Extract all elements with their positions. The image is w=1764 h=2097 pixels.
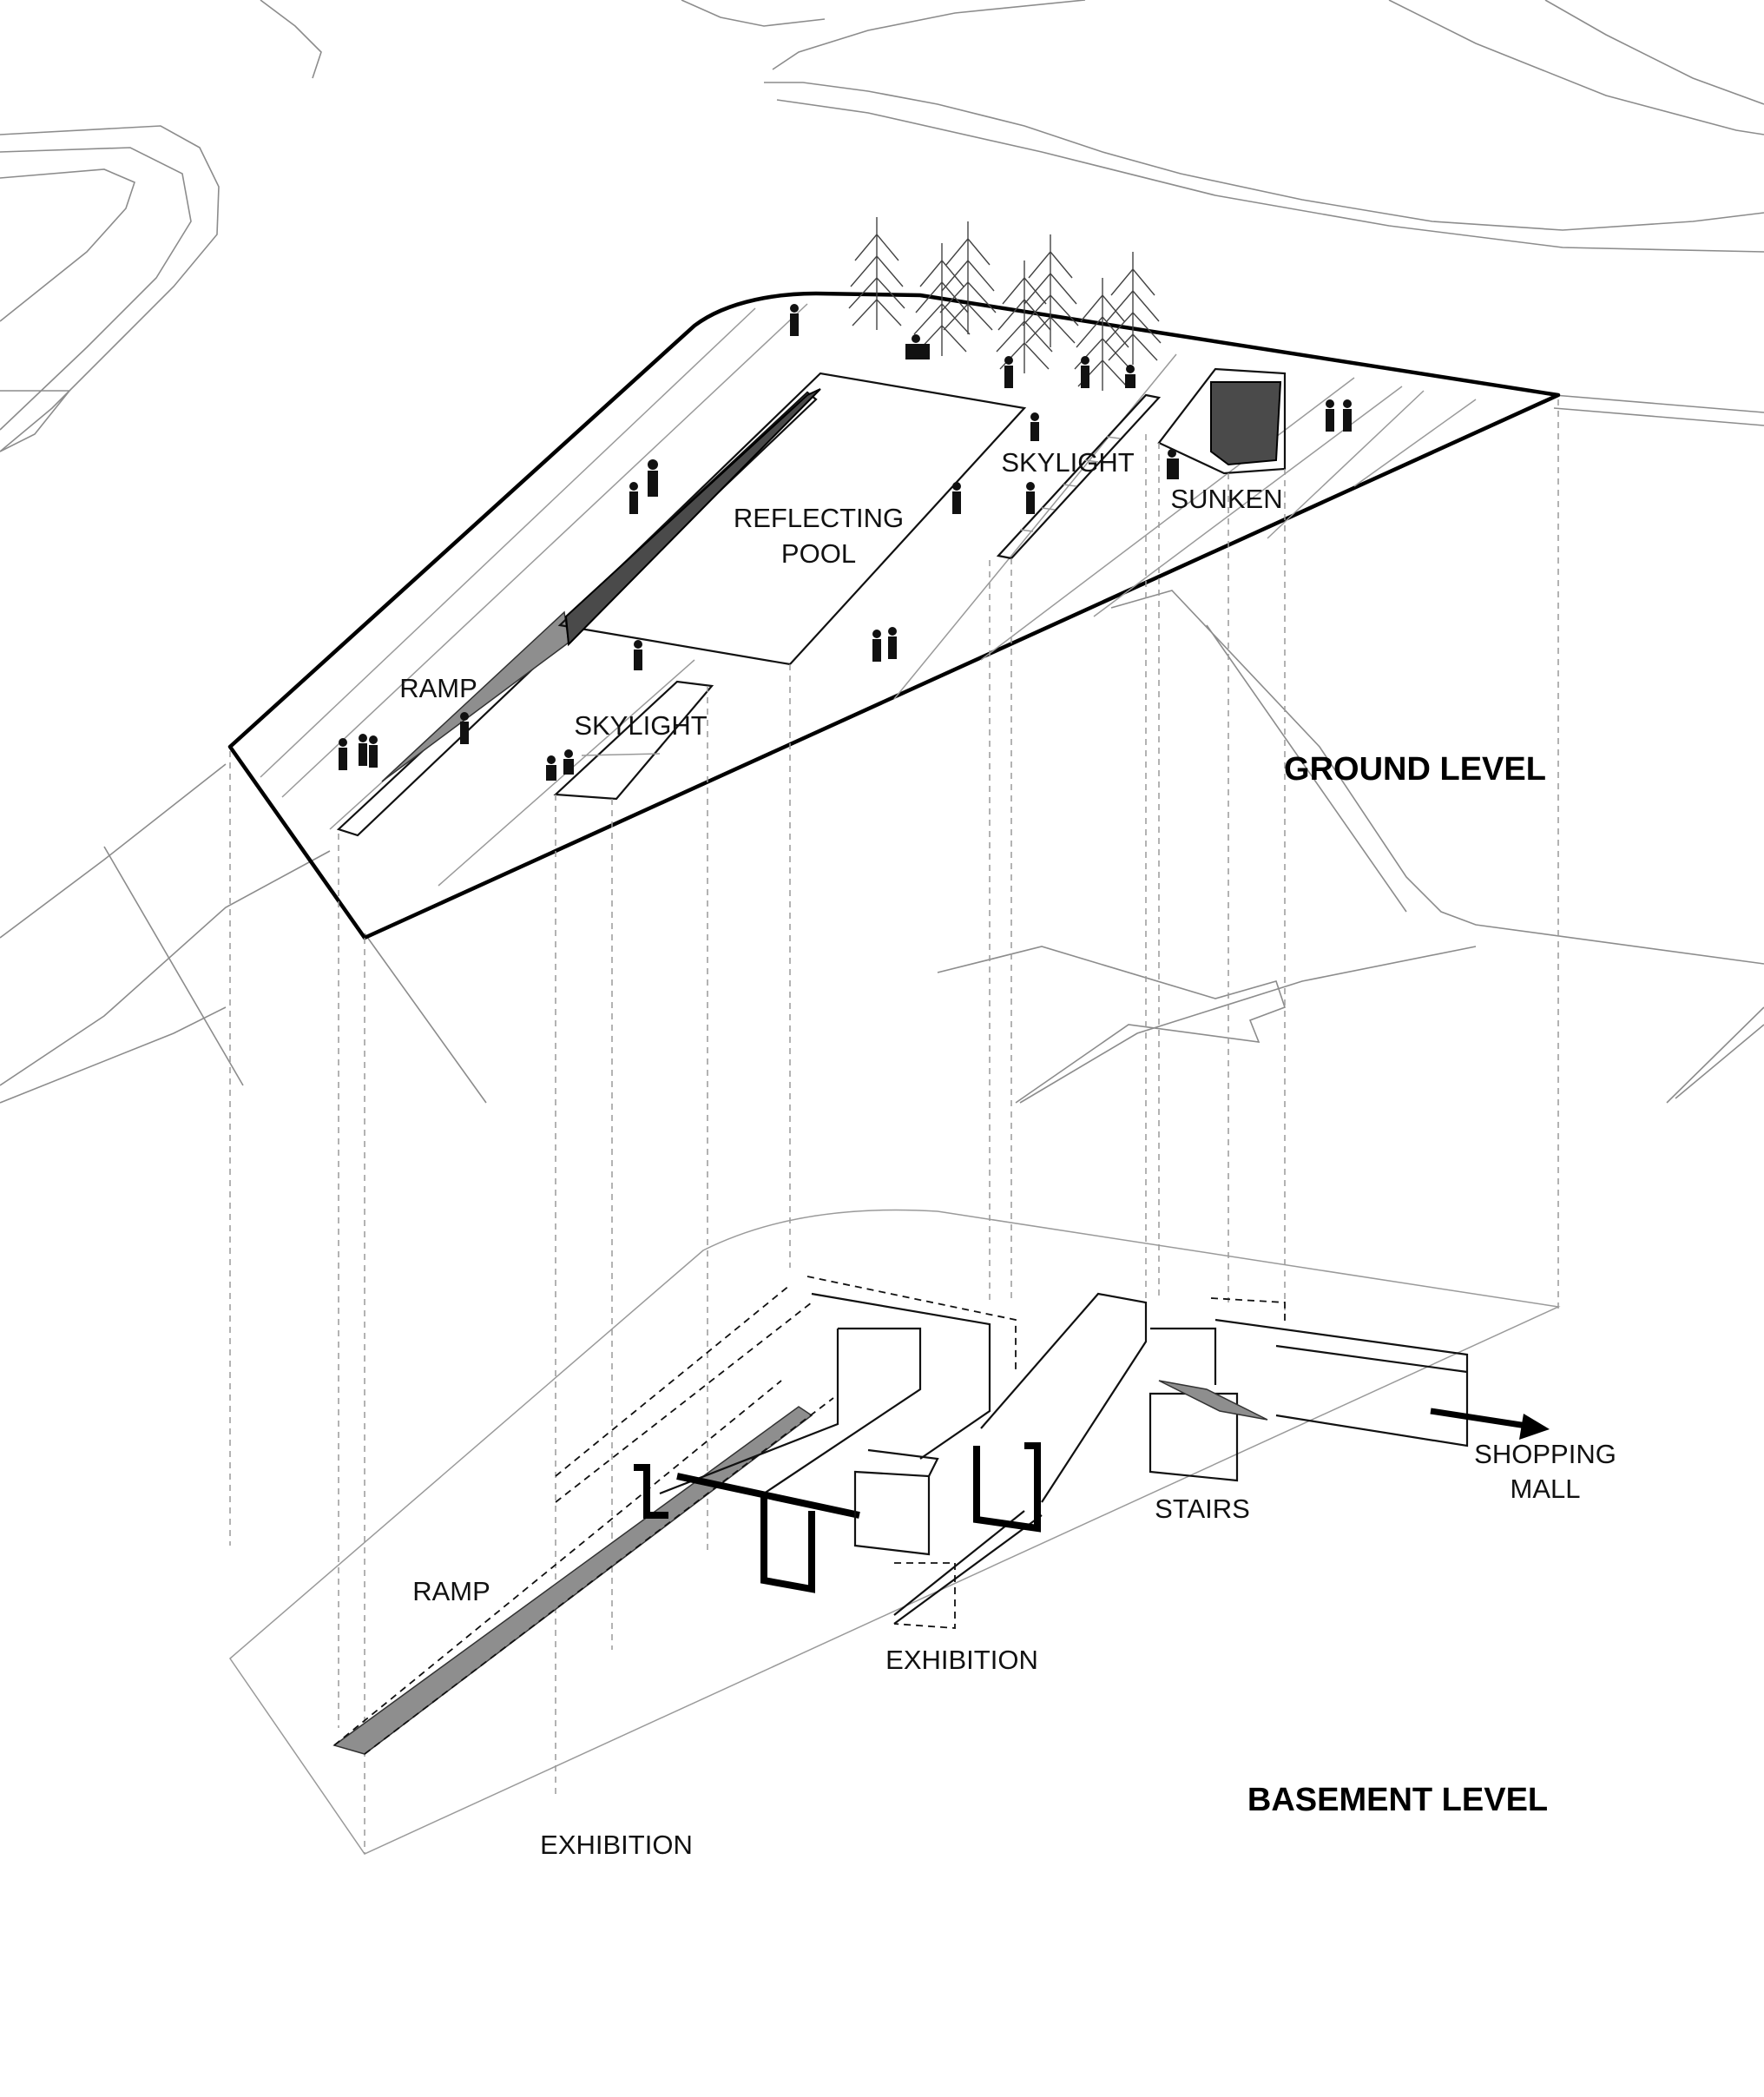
people-group xyxy=(339,304,1352,781)
tree-icon xyxy=(1104,252,1162,365)
label-ramp-ground: RAMP xyxy=(399,673,477,703)
person-icon xyxy=(546,755,556,781)
person-icon xyxy=(563,749,574,775)
label-skylight-west: SKYLIGHT xyxy=(574,710,707,741)
person-icon xyxy=(648,459,658,497)
tree-icon xyxy=(848,217,905,330)
projection-lines xyxy=(229,399,1559,1854)
label-sunken: SUNKEN xyxy=(1170,484,1282,514)
label-shopping-mall-line2: MALL xyxy=(1511,1474,1581,1504)
person-icon xyxy=(1081,356,1089,388)
tree-icon xyxy=(913,243,971,356)
label-reflecting-pool-line2: POOL xyxy=(781,538,856,569)
tree-icon xyxy=(996,260,1053,373)
person-icon xyxy=(952,482,961,514)
label-shopping-mall-line1: SHOPPING xyxy=(1474,1439,1616,1469)
basement-labels: SHOPPING MALL STAIRS RAMP EXHIBITION EXH… xyxy=(412,1439,1616,1860)
person-icon xyxy=(359,734,367,766)
person-icon xyxy=(1343,399,1352,432)
person-icon xyxy=(634,640,642,670)
tree-icon xyxy=(1022,234,1079,347)
basement-level-title: BASEMENT LEVEL xyxy=(1247,1782,1548,1818)
person-icon xyxy=(629,482,638,514)
person-icon xyxy=(460,712,469,744)
label-stairs: STAIRS xyxy=(1155,1494,1250,1524)
label-skylight-east: SKYLIGHT xyxy=(1001,447,1134,478)
trees-group xyxy=(848,217,1162,391)
arrow-right-icon xyxy=(1430,1408,1550,1440)
basement-level xyxy=(229,1209,1561,1855)
person-icon xyxy=(1167,449,1179,479)
ground-level-title: GROUND LEVEL xyxy=(1284,751,1546,788)
label-exhibition-low: EXHIBITION xyxy=(540,1830,693,1860)
person-icon xyxy=(369,735,378,768)
person-icon xyxy=(905,334,930,359)
person-icon xyxy=(1004,356,1013,388)
person-icon xyxy=(790,304,799,336)
person-icon xyxy=(1030,412,1039,441)
person-icon xyxy=(1125,365,1135,388)
label-exhibition-mid: EXHIBITION xyxy=(885,1645,1038,1675)
ground-level-plaza xyxy=(227,291,1561,940)
person-icon xyxy=(872,630,881,662)
site-context-lines xyxy=(0,0,1764,1104)
tree-icon xyxy=(939,221,997,334)
label-reflecting-pool-line1: REFLECTING xyxy=(734,503,904,533)
label-ramp-basement: RAMP xyxy=(412,1576,490,1606)
person-icon xyxy=(339,738,347,770)
person-icon xyxy=(888,627,897,659)
person-icon xyxy=(1326,399,1334,432)
ground-labels: REFLECTING POOL SKYLIGHT SUNKEN RAMP SKY… xyxy=(399,447,1546,788)
person-icon xyxy=(1026,482,1035,514)
